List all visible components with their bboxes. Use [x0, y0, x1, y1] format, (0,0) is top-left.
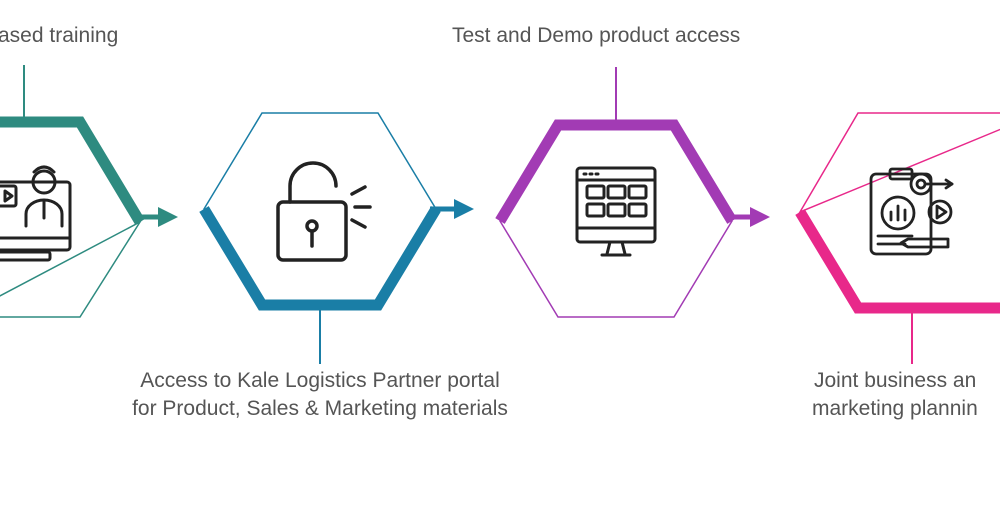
- step-1-hexagon-outline: [0, 220, 143, 318]
- step-2-arrow: [430, 199, 474, 219]
- dashboard-monitor-icon: [575, 166, 657, 257]
- step-3: [495, 67, 770, 318]
- step-4: [795, 112, 1000, 364]
- step-1: [0, 65, 178, 318]
- step-4-label: Joint business an marketing plannin: [812, 367, 1000, 423]
- step-1-label-line-1: ased training: [0, 24, 119, 47]
- step-2-label: Access to Kale Logistics Partner portal …: [108, 367, 532, 423]
- step-3-arrow: [726, 207, 770, 227]
- step-4-hexagon-outline: [798, 112, 1000, 214]
- step-1-label: ased training: [0, 22, 118, 50]
- step-2: [199, 112, 474, 364]
- step-3-hexagon-band: [495, 119, 737, 224]
- step-2-hexagon-band: [199, 206, 441, 311]
- step-2-label-line-2: for Product, Sales & Marketing materials: [132, 397, 508, 420]
- step-1-hexagon-band: [0, 116, 145, 225]
- step-1-arrow: [140, 207, 178, 227]
- step-2-label-line-1: Access to Kale Logistics Partner portal: [140, 369, 500, 392]
- business-plan-icon: [869, 167, 954, 256]
- step-3-label: Test and Demo product access: [452, 22, 740, 50]
- step-4-label-line-2: marketing plannin: [812, 397, 978, 420]
- unlocked-padlock-icon: [276, 161, 372, 262]
- step-4-label-line-1: Joint business an: [814, 369, 977, 392]
- online-training-icon: [0, 165, 72, 262]
- step-4-hexagon-band: [795, 209, 1000, 314]
- step-3-label-line-1: Test and Demo product access: [452, 24, 741, 47]
